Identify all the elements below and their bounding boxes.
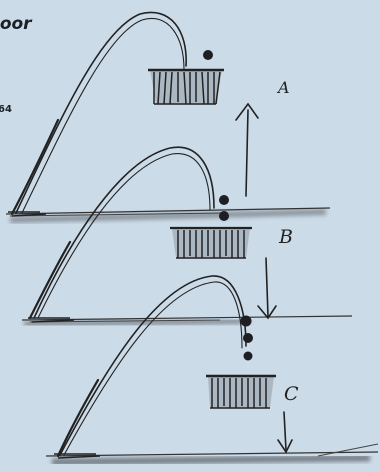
ball-marks: [203, 50, 253, 361]
tape-roll-c: [206, 374, 276, 409]
trajectory-arc-a: [10, 11, 187, 216]
launch-marks: [8, 211, 101, 459]
tape-roll-b: [170, 226, 252, 259]
label-c: C: [284, 383, 299, 405]
floor-line-b: [21, 315, 353, 327]
label-a: A: [278, 78, 290, 97]
tape-roll-a: [148, 68, 224, 105]
trajectory-arc-c: [56, 275, 247, 458]
floor-line-c: [45, 443, 379, 466]
arrow-down-c: [277, 411, 293, 454]
floor-line-a: [5, 207, 331, 223]
trajectory-arc-b: [28, 146, 215, 320]
arrow-up-a: [235, 102, 259, 197]
arrow-down-b: [257, 257, 277, 320]
page-title: loor: [0, 14, 32, 34]
label-b: B: [279, 226, 293, 248]
page-number: 64: [0, 104, 12, 115]
